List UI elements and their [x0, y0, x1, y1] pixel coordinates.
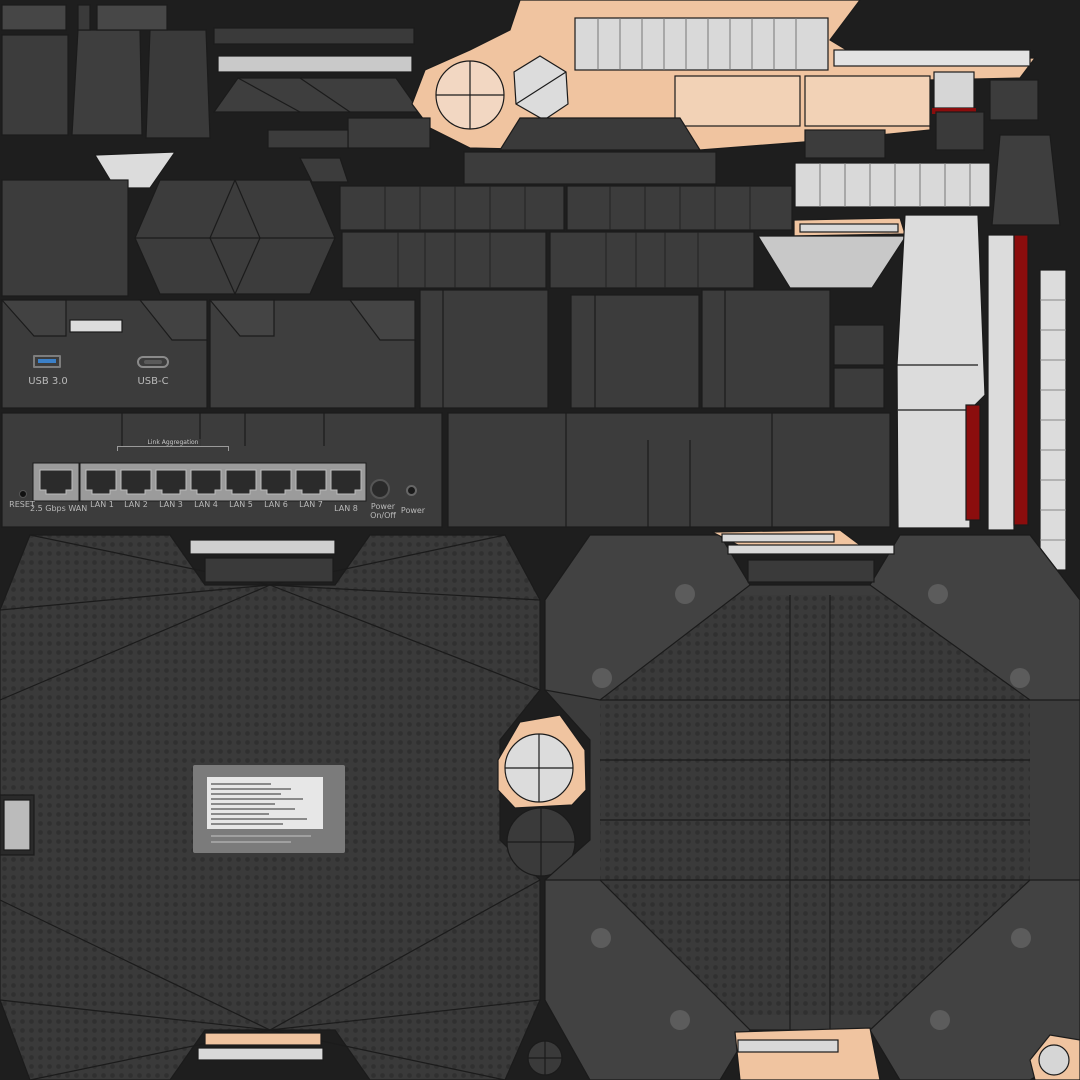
usb-port-icon: [33, 355, 61, 368]
sticker-print-area: [207, 777, 323, 829]
top-right-pieces: [793, 79, 1061, 237]
reset-label: RESET: [9, 500, 35, 509]
lan-7-label: LAN 7: [299, 500, 323, 509]
wan-label: 2.5 Gbps WAN: [30, 504, 88, 513]
lan-6-label: LAN 6: [264, 500, 288, 509]
top-left-bezels: [1, 4, 422, 139]
bottom-right-shell: [544, 529, 1080, 1080]
usb-c-port-icon: [137, 356, 169, 368]
right-tall-pieces: [896, 214, 1067, 571]
power-jack-label: Power: [400, 506, 426, 515]
lan-2-label: LAN 2: [124, 500, 148, 509]
power-switch-label-line1: Power: [370, 502, 396, 511]
usb-a-label: USB 3.0: [28, 376, 68, 387]
lan-3-label: LAN 3: [159, 500, 183, 509]
power-switch-label-line2: On/Off: [370, 511, 396, 520]
lan-1-label: LAN 1: [90, 500, 114, 509]
regulatory-label-sticker: [193, 765, 345, 853]
io-upper-panel: [0, 289, 885, 409]
center-blob: [497, 714, 587, 877]
io-lower-panel: [1, 412, 891, 528]
power-jack: [406, 485, 417, 496]
lan-8-label: LAN 8: [334, 504, 358, 513]
usb-c-label: USB-C: [137, 376, 169, 387]
middle-top-panels: [1, 117, 908, 297]
lan-4-label: LAN 4: [194, 500, 218, 509]
lan-5-label: LAN 5: [229, 500, 253, 509]
power-switch: [370, 479, 390, 499]
link-aggregation-label: Link Aggregation: [145, 439, 201, 446]
link-aggregation-bracket: Link Aggregation: [117, 439, 229, 451]
reset-hole: [19, 490, 27, 498]
skin-island-top: [411, 0, 1037, 151]
ethernet-ports: [32, 462, 367, 502]
